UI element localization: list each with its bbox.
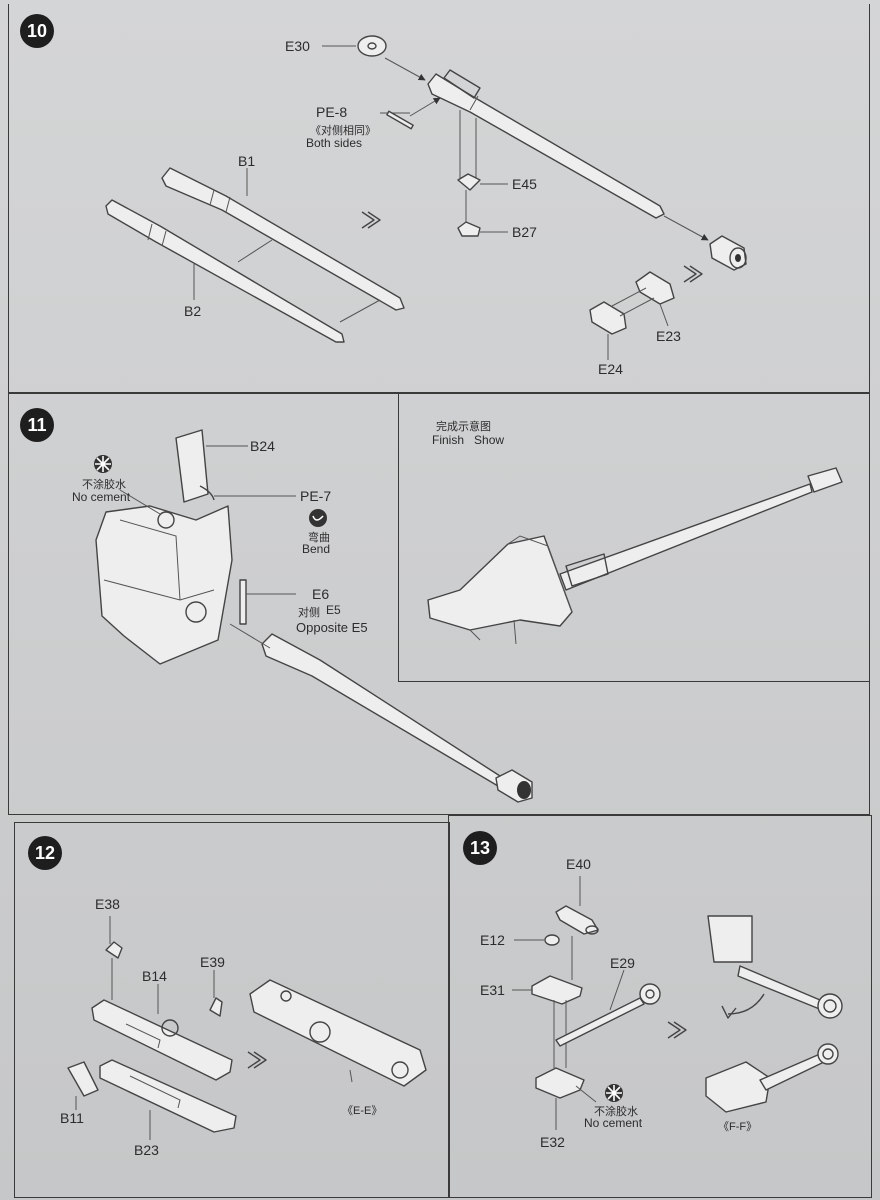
e-e-view-assembly — [249, 979, 427, 1087]
label-b2: B2 — [184, 303, 202, 319]
label-e5-cn: 对侧 — [298, 607, 320, 619]
label-e29: E29 — [610, 955, 635, 971]
step-13-art — [512, 876, 843, 1130]
label-pe8-cn: 《对侧相同》 — [310, 125, 376, 137]
step-13-panel — [448, 815, 872, 1198]
label-no-cement-cn: 不涂胶水 — [82, 479, 126, 491]
b14-cradle — [91, 999, 233, 1081]
label-b14: B14 — [142, 968, 167, 984]
label-finish-cn: 完成示意图 — [436, 421, 491, 433]
label-b1: B1 — [238, 153, 256, 169]
no-glue-icon — [94, 455, 112, 473]
chevron-arrow-icon — [683, 265, 703, 283]
b23-lower-cradle — [99, 1059, 237, 1133]
label-b27: B27 — [512, 224, 537, 240]
chevron-arrow-icon — [361, 211, 381, 229]
b2-barrel-half — [105, 199, 345, 343]
step-12-art — [67, 916, 427, 1140]
step-11-barrel — [261, 633, 533, 803]
step-10-art — [105, 35, 747, 360]
f-f-upper-view — [707, 915, 843, 1019]
step-number-13: 13 — [463, 831, 497, 865]
bend-arrow-icon — [309, 509, 327, 527]
label-pe8: PE-8 — [316, 104, 348, 120]
label-no-cement-cn-13: 不涂胶水 — [594, 1106, 638, 1118]
label-pe7: PE-7 — [300, 488, 332, 504]
f-f-lower-view — [705, 1043, 839, 1113]
label-e24: E24 — [598, 361, 623, 377]
chevron-arrow-icon — [247, 1051, 267, 1069]
label-e39: E39 — [200, 954, 225, 970]
step-number-10: 10 — [20, 14, 54, 48]
label-e38: E38 — [95, 896, 120, 912]
b1-barrel-half — [161, 167, 405, 311]
label-b23: B23 — [134, 1142, 159, 1158]
gun-mount-body — [95, 489, 233, 665]
label-e23: E23 — [656, 328, 681, 344]
label-view-e-e: 《E-E》 — [342, 1105, 383, 1117]
finish-show-panel — [398, 392, 870, 682]
label-opposite-e5: Opposite E5 — [296, 620, 368, 635]
label-bend-cn: 弯曲 — [308, 532, 330, 544]
label-e31: E31 — [480, 982, 505, 998]
label-e30: E30 — [285, 38, 310, 54]
label-b11: B11 — [60, 1110, 84, 1126]
label-e40: E40 — [566, 856, 591, 872]
label-finish-en: Finish Show — [432, 433, 505, 447]
e30-washer — [322, 35, 387, 57]
step-number-12: 12 — [28, 836, 62, 870]
label-e32: E32 — [540, 1134, 565, 1150]
e29-rod — [555, 983, 661, 1047]
label-bend-en: Bend — [302, 542, 331, 556]
label-no-cement-en: No cement — [72, 490, 131, 504]
step-12-panel — [14, 822, 450, 1198]
label-e12: E12 — [480, 932, 505, 948]
step-number-11: 11 — [20, 408, 54, 442]
label-view-f-f: 《F-F》 — [718, 1121, 758, 1133]
label-no-cement-en-13: No cement — [584, 1116, 643, 1130]
no-glue-icon — [605, 1084, 623, 1102]
finish-show-art — [427, 467, 843, 645]
label-pe8-en: Both sides — [306, 136, 363, 150]
step-11-art — [95, 429, 533, 803]
barrel-e-part — [427, 69, 665, 219]
chevron-arrow-icon — [667, 1021, 687, 1039]
label-b24: B24 — [250, 438, 275, 454]
label-e5: E5 — [326, 603, 341, 617]
label-e6: E6 — [312, 586, 330, 602]
muzzle-brake — [709, 235, 747, 271]
label-e45: E45 — [512, 176, 537, 192]
